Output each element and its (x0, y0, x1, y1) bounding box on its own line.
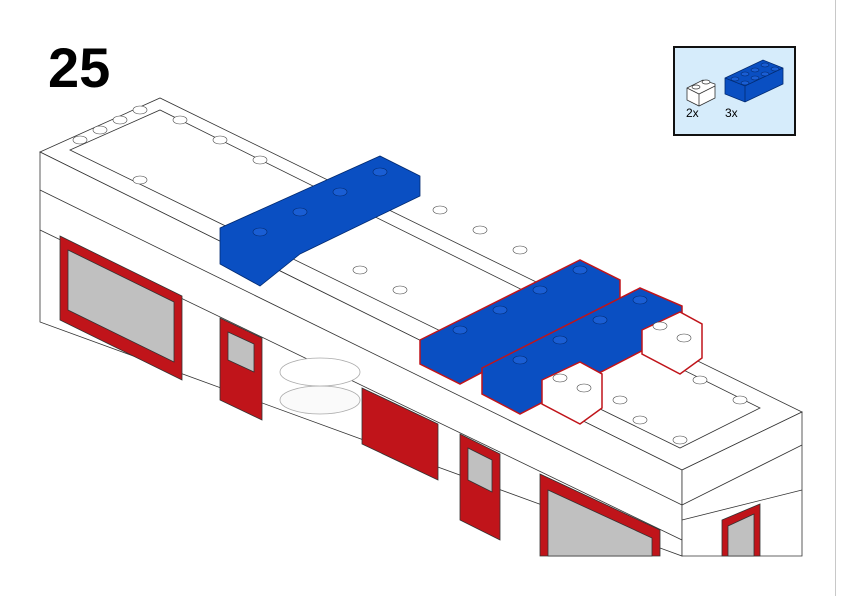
white-brick-quantity: 2x (686, 106, 699, 120)
page-edge-line (835, 0, 836, 596)
white-brick-icon (686, 79, 716, 107)
round-brick (279, 385, 361, 415)
blue-brick-icon (724, 59, 784, 103)
blue-studs (252, 167, 648, 365)
door-2 (361, 387, 439, 481)
parts-list-panel: 2x 3x (673, 46, 796, 136)
building-end-wall (681, 411, 803, 557)
blue-brick-group-1 (219, 155, 421, 287)
studs (72, 105, 748, 445)
blue-brick-quantity: 3x (725, 106, 738, 120)
step-number: 25 (48, 36, 111, 99)
parts-icons (686, 59, 784, 107)
